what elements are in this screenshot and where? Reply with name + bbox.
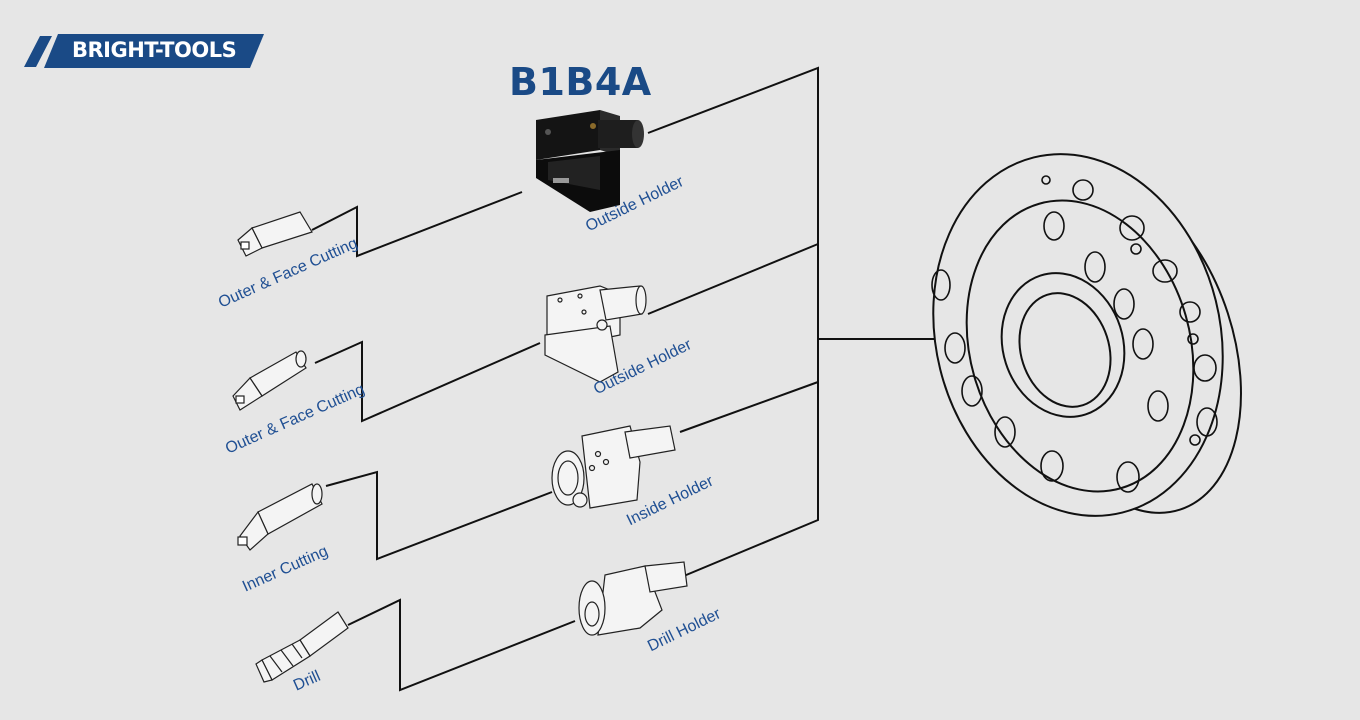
drill-holder-image bbox=[578, 561, 688, 636]
connector-line-tool-3 bbox=[325, 470, 553, 561]
connector-line-tool-4 bbox=[347, 598, 576, 692]
drill-tool bbox=[255, 611, 349, 683]
connector-line-2 bbox=[647, 243, 819, 315]
tool-turret-disk bbox=[931, 153, 1242, 517]
inner-cutting-tool bbox=[237, 483, 323, 551]
outer-face-cutting-tool-2 bbox=[232, 350, 307, 411]
connector-line-tool-2 bbox=[314, 340, 541, 423]
brand-logo bbox=[24, 34, 264, 68]
outer-face-cutting-tool-1 bbox=[237, 211, 313, 257]
outside-holder-1-image bbox=[536, 110, 644, 212]
connector-line-3 bbox=[679, 381, 819, 433]
inside-holder-image bbox=[551, 425, 676, 509]
brand-name: BRIGHT-TOOLS bbox=[72, 38, 237, 62]
diagram-title: B1B4A bbox=[509, 60, 652, 104]
connector-line-tool-1 bbox=[311, 191, 523, 258]
connector-line-1 bbox=[647, 66, 819, 589]
outside-holder-2-image bbox=[544, 285, 647, 383]
